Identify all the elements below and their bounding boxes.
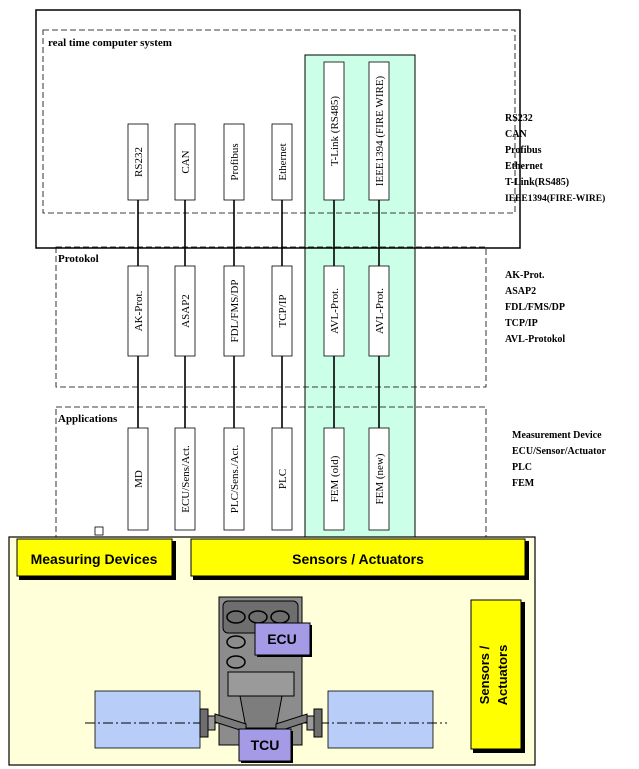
legend-application-item: PLC [512,462,532,473]
side-sensors-box[interactable] [470,599,522,750]
legend-interface-item: RS232 [505,113,533,124]
interface-label-profibus: Profibus [229,143,241,180]
legend-interface-item: Ethernet [505,161,543,172]
legend-application-item: ECU/Sensor/Actuator [512,446,606,457]
interface-label-ethernet: Ethernet [277,143,289,180]
interface-box-profibus [223,123,245,201]
sensors-actuators-label: Sensors / Actuators [292,551,424,567]
protocol-box-asap2 [174,265,196,357]
interface-box-can [174,123,196,201]
legend-interface-item: T-Link(RS485) [505,177,569,188]
right-coupling [306,715,315,731]
legend-protocol-item: AK-Prot. [505,270,545,281]
side-sensors-label-1: Sensors / [477,645,492,704]
legend-protocol-item: FDL/FMS/DP [505,302,565,313]
applications-title: Applications [58,413,118,425]
application-box-fem-new [368,427,390,531]
protokol-title: Protokol [58,253,99,265]
protocol-box-ak [127,265,149,357]
system-title: real time computer system [48,37,172,49]
protocol-label-ak: AK-Prot. [133,290,145,331]
legend-protocol-item: AVL-Protokol [505,334,565,345]
application-box-fem-old [323,427,345,531]
port-square [94,526,104,536]
legend-protocol-item: ASAP2 [505,286,536,297]
protocol-box-avl-1 [323,265,345,357]
protocol-box-fdl [223,265,245,357]
protocol-boxes: AK-Prot. ASAP2 FDL/FMS/DP TCP/IP AVL-Pro… [127,265,390,357]
application-label-fem-old: FEM (old) [329,455,341,502]
interface-box-tlink [323,61,345,201]
side-sensors-label-2: Actuators [495,645,510,706]
left-coupling [207,715,216,731]
right-load-block [327,690,434,749]
protocol-box-tcpip [271,265,293,357]
legend-protocols: AK-Prot. ASAP2 FDL/FMS/DP TCP/IP AVL-Pro… [505,270,565,345]
application-label-md: MD [133,470,145,488]
measuring-devices-label: Measuring Devices [31,551,158,567]
right-flange [313,708,323,738]
protocol-label-avl-1: AVL-Prot. [329,288,341,334]
highlight-column [304,54,416,540]
application-label-plc-sens: PLC/Sens./Act. [229,445,241,514]
left-flange [199,708,209,738]
ecu-box[interactable] [254,622,311,656]
legend-interface-item: Profibus [505,145,542,156]
application-box-md [127,427,149,531]
interface-box-rs232 [127,123,149,201]
system-box [35,9,521,249]
application-box-plc-sens [223,427,245,531]
application-box-ecu [174,427,196,531]
interface-label-rs232: RS232 [133,147,145,177]
interface-box-ieee1394 [368,61,390,201]
legend-application-item: FEM [512,478,535,489]
interface-box-ethernet [271,123,293,201]
tcu-label: TCU [251,737,280,753]
legend-interfaces: RS232 CAN Profibus Ethernet T-Link(RS485… [505,113,605,204]
engine-block [227,671,295,697]
ecu-label: ECU [267,631,297,647]
tcu-box[interactable] [238,728,292,762]
measuring-devices-box[interactable] [16,538,173,577]
protocol-box-avl-2 [368,265,390,357]
sensors-actuators-box[interactable] [190,538,526,577]
legend-interface-item: CAN [505,129,527,140]
interface-label-tlink: T-Link (RS485) [329,96,341,167]
left-load-block [94,690,201,749]
application-label-fem-new: FEM (new) [374,453,386,504]
interface-label-ieee1394: IEEE1394 (FIRE WIRE) [374,75,386,186]
legend-applications: Measurement Device ECU/Sensor/Actuator P… [512,430,606,489]
protocol-label-fdl: FDL/FMS/DP [229,280,241,343]
connector-lines [137,200,380,428]
application-label-plc: PLC [277,469,289,489]
application-label-ecu: ECU/Sens/Act. [180,445,192,513]
interface-label-can: CAN [180,150,192,173]
gearbox [239,695,283,729]
applications-dashed-box [55,406,487,540]
legend-protocol-item: TCP/IP [505,318,538,329]
application-boxes: MD ECU/Sens/Act. PLC/Sens./Act. PLC FEM … [127,427,390,531]
protokol-dashed-box [55,246,487,388]
protocol-label-asap2: ASAP2 [180,294,192,328]
system-inner-dashed [42,29,516,214]
protocol-label-tcpip: TCP/IP [277,294,289,327]
application-box-plc [271,427,293,531]
protocol-label-avl-2: AVL-Prot. [374,288,386,334]
legend-application-item: Measurement Device [512,430,602,441]
legend-interface-item: IEEE1394(FIRE-WIRE) [505,193,605,204]
interface-boxes: RS232 CAN Profibus Ethernet T-Link (RS48… [127,61,390,201]
